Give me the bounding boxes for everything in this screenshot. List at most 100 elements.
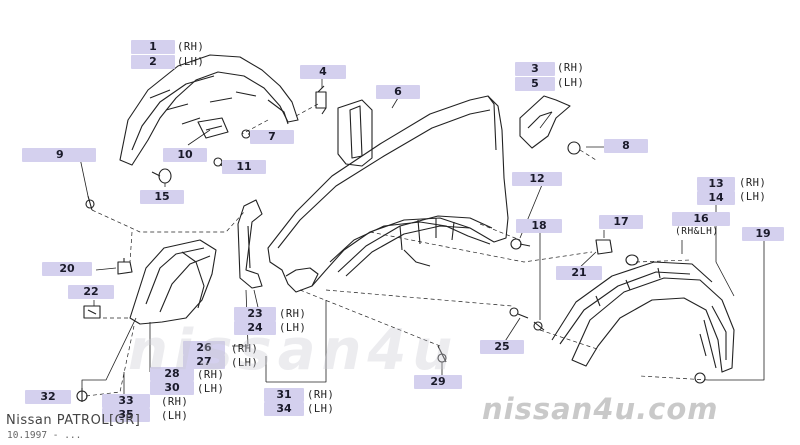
callout-22-number: 22 xyxy=(83,285,99,298)
watermark-ghost: nissan4u xyxy=(128,318,459,383)
screw-25-part xyxy=(509,307,529,319)
callout-33-number: 33 xyxy=(118,394,134,407)
callout-3-side: (RH) xyxy=(557,62,585,74)
bracket-3-part xyxy=(519,95,581,155)
callout-1-side: (RH) xyxy=(177,41,205,53)
callout-6[interactable]: 6 xyxy=(376,85,420,99)
callout-17-number: 17 xyxy=(613,215,629,228)
callout-21-number: 21 xyxy=(571,266,587,279)
callout-35[interactable]: 35 xyxy=(102,408,150,422)
callout-6-number: 6 xyxy=(394,85,402,98)
callout-8[interactable]: 8 xyxy=(604,139,648,153)
callout-20[interactable]: 20 xyxy=(42,262,92,276)
callout-1[interactable]: 1 xyxy=(131,40,175,54)
callout-14[interactable]: 14 xyxy=(697,191,735,205)
clip-20-part xyxy=(117,258,133,275)
rear-flare-part xyxy=(571,277,735,384)
callout-1-number: 1 xyxy=(149,40,157,53)
callout-9[interactable]: 9 xyxy=(22,148,96,162)
callout-31-side: (RH) xyxy=(307,389,335,401)
callout-2-side: (LH) xyxy=(177,56,205,68)
callout-28-side: (RH) xyxy=(197,369,225,381)
callout-16-side: (RH&LH) xyxy=(675,226,719,237)
callout-15[interactable]: 15 xyxy=(140,190,184,204)
callout-35-number: 35 xyxy=(118,408,134,421)
callout-9-number: 9 xyxy=(56,148,64,161)
callout-32-number: 32 xyxy=(40,390,56,403)
callout-24-side: (LH) xyxy=(279,322,307,334)
callout-22[interactable]: 22 xyxy=(68,285,114,299)
callout-5-number: 5 xyxy=(531,77,539,90)
callout-34[interactable]: 34 xyxy=(264,402,304,416)
callout-33-side: (RH) xyxy=(161,396,189,408)
screw-18-part xyxy=(510,238,545,331)
callout-28[interactable]: 28 xyxy=(150,367,194,381)
callout-29[interactable]: 29 xyxy=(414,375,462,389)
callout-26-number: 26 xyxy=(196,341,212,354)
callout-28-number: 28 xyxy=(164,367,180,380)
callout-24-number: 24 xyxy=(247,321,263,334)
callout-19[interactable]: 19 xyxy=(742,227,784,241)
callout-20-number: 20 xyxy=(59,262,75,275)
seal-6-part xyxy=(337,99,373,167)
callout-25[interactable]: 25 xyxy=(480,340,524,354)
callout-2[interactable]: 2 xyxy=(131,55,175,69)
callout-27-number: 27 xyxy=(196,355,212,368)
callout-21[interactable]: 21 xyxy=(556,266,602,280)
bracket-23-part xyxy=(237,199,263,289)
callout-11-number: 11 xyxy=(236,160,252,173)
callout-31[interactable]: 31 xyxy=(264,388,304,402)
callout-10-number: 10 xyxy=(177,148,193,161)
callout-7-number: 7 xyxy=(268,130,276,143)
fender-flare-part xyxy=(551,261,713,345)
callout-17[interactable]: 17 xyxy=(599,215,643,229)
fender-arch-liner-part xyxy=(337,215,493,277)
mud-guard-part xyxy=(129,239,217,325)
callout-3[interactable]: 3 xyxy=(515,62,555,76)
callout-7[interactable]: 7 xyxy=(250,130,294,144)
callout-32[interactable]: 32 xyxy=(25,390,71,404)
callout-23-side: (RH) xyxy=(279,308,307,320)
callout-12[interactable]: 12 xyxy=(512,172,562,186)
callout-5-side: (LH) xyxy=(557,77,585,89)
callout-23[interactable]: 23 xyxy=(234,307,276,321)
callout-30[interactable]: 30 xyxy=(150,381,194,395)
callout-10[interactable]: 10 xyxy=(163,148,207,162)
callout-27-side: (LH) xyxy=(231,357,259,369)
callout-31-number: 31 xyxy=(276,388,292,401)
callout-16-number: 16 xyxy=(693,212,709,225)
callout-13[interactable]: 13 xyxy=(697,177,735,191)
callout-4[interactable]: 4 xyxy=(300,65,346,79)
callout-33[interactable]: 33 xyxy=(102,394,150,408)
callout-3-number: 3 xyxy=(531,62,539,75)
callout-26[interactable]: 26 xyxy=(183,341,225,355)
front-fender-part xyxy=(267,95,509,293)
callout-2-number: 2 xyxy=(149,55,157,68)
clip-21-part xyxy=(625,254,639,266)
screw-32-part xyxy=(76,388,88,402)
callout-29-number: 29 xyxy=(430,375,446,388)
callout-4-number: 4 xyxy=(319,65,327,78)
callout-11[interactable]: 11 xyxy=(222,160,266,174)
callout-12-number: 12 xyxy=(529,172,545,185)
clip-22-part xyxy=(83,305,101,319)
callout-8-number: 8 xyxy=(622,139,630,152)
callout-26-side: (RH) xyxy=(231,343,259,355)
callout-34-side: (LH) xyxy=(307,403,335,415)
callout-14-side: (LH) xyxy=(739,191,767,203)
model-title: Nissan PATROL[GR] xyxy=(6,413,141,428)
callout-23-number: 23 xyxy=(247,307,263,320)
callout-27[interactable]: 27 xyxy=(183,355,225,369)
assembly-dashed-lines xyxy=(85,103,709,397)
splash-shield-part xyxy=(119,54,299,166)
callout-24[interactable]: 24 xyxy=(234,321,276,335)
callout-34-number: 34 xyxy=(276,402,292,415)
callout-35-side: (LH) xyxy=(161,410,189,422)
callout-5[interactable]: 5 xyxy=(515,77,555,91)
callout-13-number: 13 xyxy=(708,177,724,190)
callout-25-number: 25 xyxy=(494,340,510,353)
callout-16[interactable]: 16 xyxy=(672,212,730,226)
clip-15-part xyxy=(151,168,172,184)
callout-18[interactable]: 18 xyxy=(516,219,562,233)
